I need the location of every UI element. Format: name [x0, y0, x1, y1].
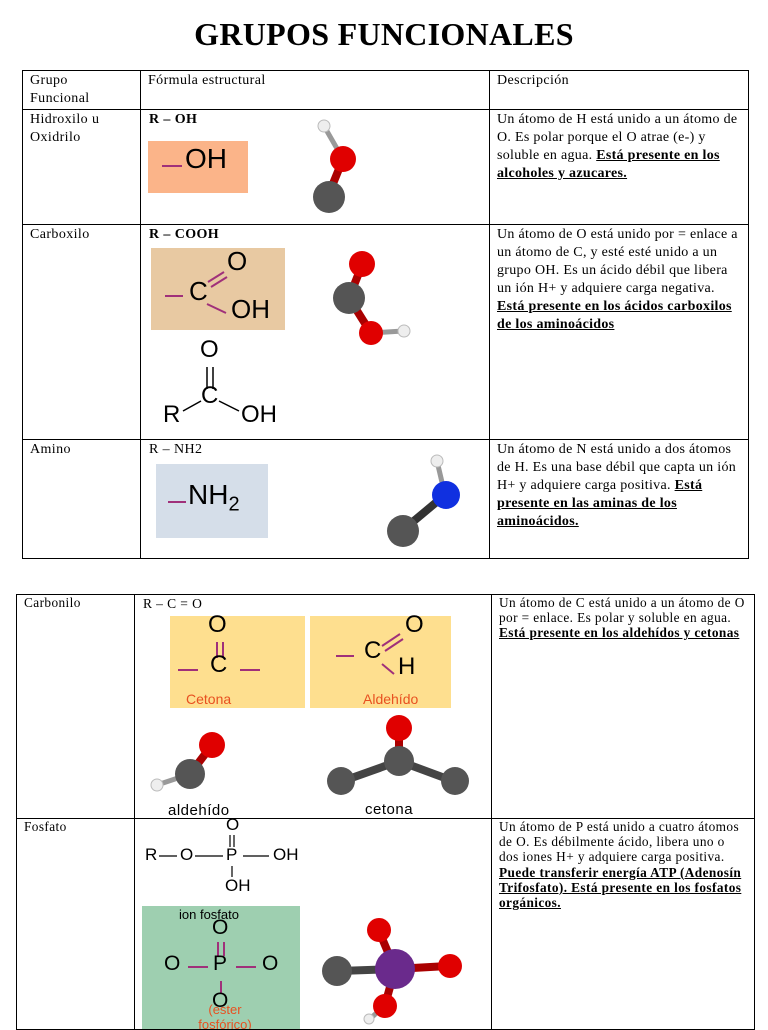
header-grupo: Grupo Funcional — [22, 70, 141, 110]
hidroxilo-box: OH — [148, 141, 248, 193]
ion-fosfato-title: ion fosfato — [179, 907, 239, 922]
row-carboxilo-description: Un átomo de O está unido por = enlace a … — [489, 224, 749, 440]
carboxilo-struct-oh: OH — [241, 401, 277, 428]
cetona-caption: Cetona — [186, 691, 232, 707]
aldehido-bonds — [336, 633, 404, 675]
carboxilo-box-c: C — [189, 276, 208, 306]
row-hidroxilo-formula: R – OH OH — [140, 109, 490, 225]
formula-text: R – C = O — [143, 596, 203, 611]
amino-molecule-model — [387, 454, 460, 547]
fosfato-structure: O R O P OH OH — [145, 819, 345, 903]
aldehido-atom-c: C — [364, 637, 382, 664]
ion-fosfato-bonds — [188, 942, 256, 994]
fosfato-molecule-model — [322, 918, 462, 1025]
formula-text: R – NH2 — [149, 442, 203, 457]
functional-groups-table-1: Grupo Funcional Fórmula estructural Desc… — [22, 70, 749, 559]
carboxilo-struct-r: R — [163, 401, 181, 428]
amino-bond — [168, 501, 186, 503]
page-title: GRUPOS FUNCIONALES — [194, 16, 574, 52]
ion-p: P — [213, 952, 228, 975]
cetona-atom-c: C — [210, 651, 228, 678]
carboxilo-box: C O OH — [151, 248, 285, 330]
aldehido-box: C O H Aldehído — [310, 611, 451, 708]
fosfato-struct-o-left: O — [180, 845, 194, 864]
row-hidroxilo-name: Hidroxilo u Oxidrilo — [22, 109, 141, 225]
fosfato-struct-oh-right: OH — [273, 845, 299, 864]
ion-o-bottom: O — [212, 989, 229, 1012]
fosfato-struct-r: R — [145, 845, 158, 864]
aldehido-caption: Aldehído — [363, 691, 419, 707]
row-carboxilo-name: Carboxilo — [22, 224, 141, 440]
fosfato-struct-o-top: O — [226, 819, 240, 834]
amino-label: NH2 — [188, 481, 240, 516]
formula-text: R – COOH — [149, 227, 220, 242]
hidroxilo-label: OH — [185, 143, 227, 174]
hidroxilo-molecule-model — [313, 119, 356, 213]
carboxilo-bonds — [165, 271, 228, 314]
cetona-molecule-model — [327, 715, 469, 795]
ion-o-right: O — [262, 952, 279, 975]
cetona-box: O C Cetona — [170, 611, 305, 708]
row-fosfato-formula: O R O P OH OH ion fosfato — [134, 818, 492, 1030]
row-carboxilo-formula: R – COOH C O OH — [140, 224, 490, 440]
row-amino-name: Amino — [22, 439, 141, 559]
ion-fosfato-caption: (ester fosfórico) — [198, 1002, 252, 1029]
carboxilo-structure-bonds — [182, 367, 240, 412]
hidroxilo-bond — [162, 165, 182, 167]
row-carbonilo-name: Carbonilo — [16, 594, 135, 819]
carboxilo-box-o: O — [227, 246, 248, 276]
amino-label-sub: 2 — [228, 493, 240, 516]
ion-fosfato-box: ion fosfato O O P O O (ester fosfórico) — [142, 906, 300, 1029]
carboxilo-box-oh: OH — [231, 294, 270, 324]
row-amino-description: Un átomo de N está unido a dos átomos de… — [489, 439, 749, 559]
carboxilo-struct-o: O — [200, 336, 219, 363]
amino-label-nh: NH — [188, 479, 229, 510]
row-carbonilo-formula: R – C = O O C Cetona — [134, 594, 492, 819]
row-fosfato-name: Fosfato — [16, 818, 135, 1030]
cetona-atom-o: O — [208, 611, 227, 638]
aldehido-atom-o: O — [405, 611, 424, 638]
aldehido-model-caption: aldehído — [168, 802, 230, 818]
ion-o-top: O — [212, 916, 229, 939]
carboxilo-molecule-model — [333, 251, 411, 345]
row-carbonilo-description: Un átomo de C está unido a un átomo de O… — [491, 594, 755, 819]
fosfato-structure-bonds — [159, 835, 269, 877]
row-hidroxilo-description: Un átomo de H está unido a un átomo de O… — [489, 109, 749, 225]
row-amino-formula: R – NH2 NH2 — [140, 439, 490, 559]
amino-box: NH2 — [156, 464, 268, 538]
cetona-model-caption: cetona — [365, 801, 414, 818]
header-formula: Fórmula estructural — [140, 70, 490, 110]
aldehido-molecule-model — [150, 732, 225, 792]
header-descripcion: Descripción — [489, 70, 749, 110]
row-fosfato-description: Un átomo de P está unido a cuatro átomos… — [491, 818, 755, 1030]
table-break-gap — [362, 551, 482, 555]
cetona-bonds — [178, 642, 260, 671]
aldehido-atom-h: H — [398, 653, 416, 680]
carboxilo-struct-c: C — [201, 382, 219, 409]
functional-groups-table-2: Carbonilo R – C = O O C Cetona — [16, 594, 755, 1030]
fosfato-struct-oh-bottom: OH — [225, 876, 251, 895]
ion-o-left: O — [164, 952, 181, 975]
fosfato-struct-p: P — [226, 845, 238, 864]
carboxilo-structure: O C R OH — [161, 336, 301, 433]
formula-text: R – OH — [149, 112, 198, 127]
